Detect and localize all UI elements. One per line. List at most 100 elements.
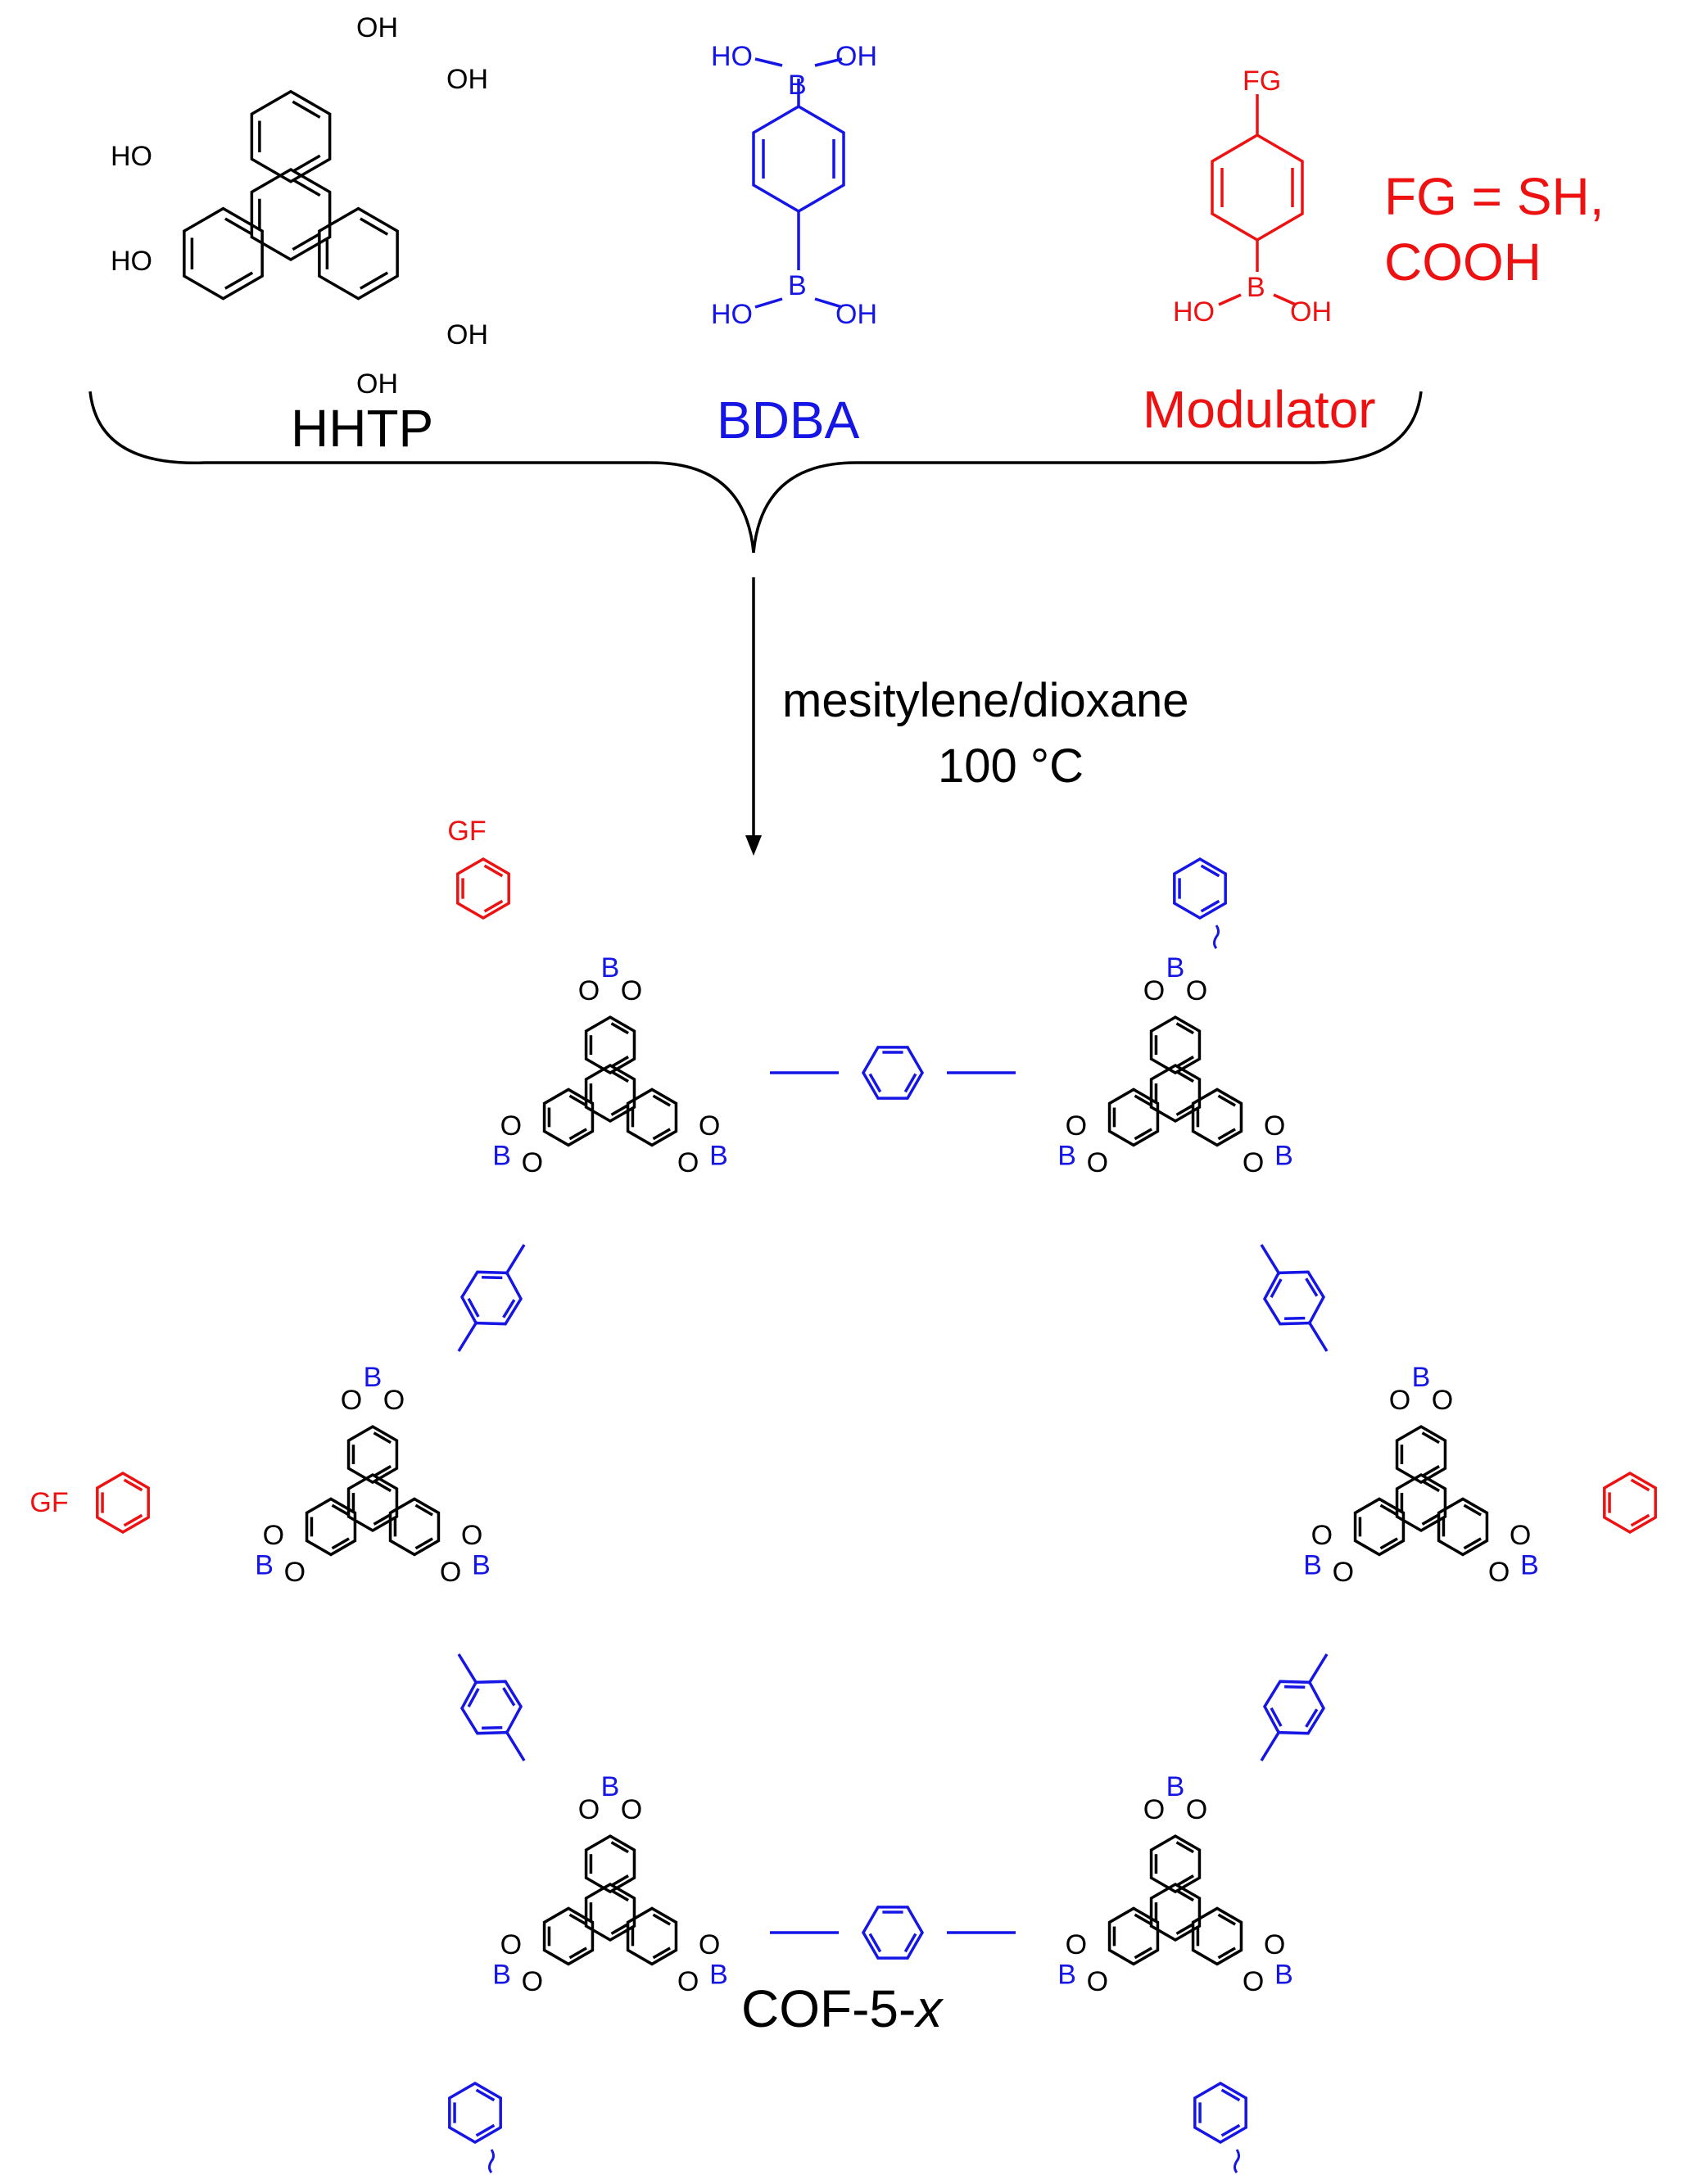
bdba-linker-2: [457, 1244, 526, 1352]
triphenylene-outer-ring-double-bond: [1175, 1841, 1194, 1854]
modulator-cap-1: GF: [447, 816, 510, 920]
hhtp-outer-ring-2-double-bond: [360, 271, 389, 290]
boronate-boron: B: [601, 1771, 620, 1802]
boronate-oxygen: O: [461, 1520, 482, 1551]
linker-benzene-ring-double-bond: [467, 1688, 480, 1708]
boronate-boron: B: [1274, 1140, 1293, 1171]
bdba-oh-bottom: OH: [835, 299, 877, 330]
triphenylene-central-ring: [1149, 1063, 1202, 1124]
boronate-oxygen: O: [1087, 1966, 1108, 1997]
boronate-oxygen: O: [578, 1794, 600, 1825]
boronate-oxygen: O: [1333, 1557, 1354, 1588]
triphenylene-outer-ring: [626, 1087, 678, 1147]
triphenylene-outer-ring: [346, 1425, 399, 1485]
triphenylene-outer-ring: [584, 1015, 636, 1075]
linker-benzene-ring-double-bond: [1270, 1707, 1283, 1727]
boronate-boron: B: [709, 1959, 728, 1990]
hhtp-outer-ring-1-double-bond: [292, 154, 321, 173]
triphenylene-outer-ring: [1107, 1906, 1160, 1966]
linker-benzene-ring-double-bond: [502, 1299, 516, 1318]
triphenylene-outer-ring-double-bond: [1379, 1537, 1398, 1550]
open-linker-end-2: [448, 2081, 502, 2173]
linker-bond: [505, 1730, 526, 1761]
boronate-oxygen: O: [1143, 975, 1165, 1006]
triphenylene-central-ring-double-bond: [610, 1922, 629, 1935]
linker-benzene-ring: [459, 1270, 523, 1326]
triphenylene-central-ring-double-bond: [610, 1889, 629, 1902]
hhtp-outer-ring-3-double-bond: [224, 271, 254, 290]
linker-benzene-ring-double-bond: [1200, 899, 1220, 913]
truncation-wavy-bond: [488, 2149, 495, 2173]
linker-benzene-ring-double-bond: [1284, 1316, 1306, 1321]
modulator-oh: OH: [1290, 296, 1332, 328]
linker-benzene-ring-double-bond: [903, 1073, 917, 1093]
bdba-bond-b1-oh: [754, 57, 783, 67]
hhtp-oh-2: OH: [446, 64, 488, 95]
boronate-oxygen: O: [699, 1929, 720, 1960]
boronate-oxygen: O: [383, 1385, 405, 1416]
modulator-benzene-ring-double-bond: [123, 1513, 143, 1527]
bdba-labels: HO B OH B HO OH BDBA: [711, 41, 877, 450]
triphenylene-outer-ring-double-bond: [1175, 1022, 1194, 1035]
triphenylene-outer-ring-double-bond: [1463, 1537, 1482, 1550]
modulator-benzene-ring: [456, 857, 510, 920]
reaction-arrow-head: [745, 835, 762, 856]
triphenylene-outer-ring-double-bond: [568, 1913, 587, 1926]
boronate-oxygen: O: [1389, 1385, 1410, 1416]
triphenylene-outer-ring-double-bond: [414, 1503, 433, 1517]
boronate-oxygen: O: [677, 1147, 699, 1178]
boronate-oxygen: O: [621, 975, 642, 1006]
boronate-oxygen: O: [1186, 1794, 1207, 1825]
linker-benzene-ring: [1173, 857, 1227, 920]
triphenylene-central-ring-double-bond: [1175, 1070, 1194, 1083]
hhtp-outer-ring-1-double-bond: [292, 100, 321, 119]
boronate-oxygen: O: [522, 1147, 543, 1178]
bdba-ho-bottom: HO: [711, 299, 753, 330]
triphenylene-outer-ring-double-bond: [568, 1094, 587, 1107]
modulator-benzene-ring-double-bond: [1630, 1513, 1650, 1527]
triphenylene-outer-ring-double-bond: [1379, 1503, 1398, 1517]
triphenylene-outer-ring: [1107, 1087, 1160, 1147]
hhtp-central-ring-double-bond: [292, 232, 321, 251]
bdba-linker-6: [770, 1906, 1016, 1960]
boronate-boron: B: [472, 1549, 491, 1580]
linker-benzene-ring-double-bond: [467, 1297, 480, 1318]
triphenylene-outer-ring-double-bond: [652, 1094, 671, 1107]
modulator-fg: FG: [1243, 66, 1281, 97]
boronate-boron: B: [709, 1140, 728, 1171]
boronate-boron: B: [1057, 1959, 1076, 1990]
hhtp-oh-1: OH: [356, 12, 398, 43]
hhtp-ho-2: HO: [111, 246, 152, 277]
triphenylene-outer-ring-double-bond: [610, 1841, 629, 1854]
bdba-bond-b2-oh: [754, 297, 783, 309]
triphenylene-central-ring: [346, 1472, 399, 1533]
modulator-benzene-ring-double-bond: [483, 864, 504, 878]
linker-benzene-ring-double-bond: [1270, 1278, 1283, 1299]
hhtp-labels: OH OH HO HO OH OH HHTP: [111, 12, 488, 458]
triphenylene-outer-ring: [626, 1906, 678, 1966]
truncation-wavy-bond: [1234, 2149, 1240, 2173]
triphenylene-outer-ring: [1395, 1425, 1447, 1485]
triphenylene-central-ring-double-bond: [1421, 1513, 1440, 1526]
boronate-boron: B: [492, 1140, 511, 1171]
triphenylene-outer-ring: [584, 1834, 636, 1894]
triphenylene-outer-ring-double-bond: [1134, 1947, 1152, 1960]
hhtp-central-ring: [250, 167, 332, 262]
boronate-oxygen: O: [1066, 1929, 1087, 1960]
modulator-benzene-ring-double-bond: [1630, 1478, 1650, 1492]
linker-benzene-ring-double-bond: [1200, 864, 1220, 878]
linker-benzene-ring: [861, 1046, 925, 1100]
linker-benzene-ring: [861, 1906, 925, 1960]
boronate-oxygen: O: [284, 1557, 306, 1588]
triphenylene-outer-ring: [542, 1906, 595, 1966]
triphenylene-central-ring-double-bond: [1175, 1103, 1194, 1116]
triphenylene-central-ring-double-bond: [610, 1103, 629, 1116]
linker-benzene-ring: [459, 1680, 523, 1735]
bdba-name: BDBA: [717, 391, 860, 450]
triphenylene-outer-ring-double-bond: [1175, 1056, 1194, 1068]
triphenylene-outer-ring-double-bond: [331, 1503, 350, 1517]
